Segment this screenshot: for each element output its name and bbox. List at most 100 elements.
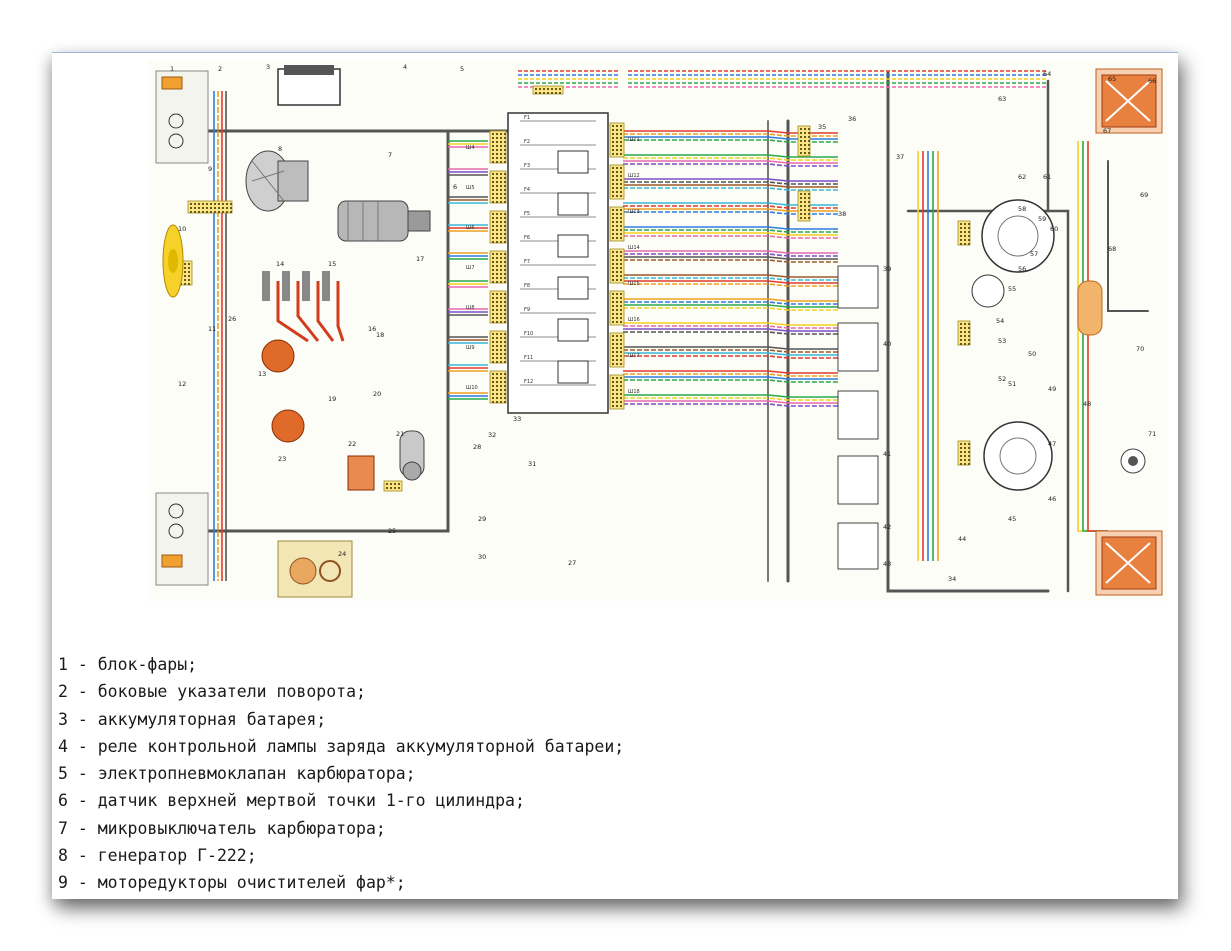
connector <box>609 374 625 410</box>
component-number: 32 <box>488 431 496 439</box>
component-number: 26 <box>228 315 236 323</box>
connector-label: Ш6 <box>466 225 475 231</box>
component-number: 21 <box>396 430 404 438</box>
legend-item: 5 - электропневмоклапан карбюратора; <box>58 764 416 784</box>
component-number: 39 <box>883 265 891 273</box>
component-number: 46 <box>1048 495 1056 503</box>
component-number: 20 <box>373 390 381 398</box>
component-number: 56 <box>1018 265 1026 273</box>
legend-item: 2 - боковые указатели поворота; <box>58 682 366 702</box>
component-number: 49 <box>1048 385 1056 393</box>
component-number: 8 <box>278 145 282 153</box>
component-number: 48 <box>1083 400 1091 408</box>
component-number: 24 <box>338 550 346 558</box>
wiper-motor-icon <box>399 430 425 481</box>
connector <box>609 122 625 158</box>
component-number: 7 <box>388 151 392 159</box>
connector-label: Ш11 <box>628 137 640 143</box>
component-number: 19 <box>328 395 336 403</box>
rear-lights-bottom-right <box>1095 530 1163 596</box>
connector-label: Ш5 <box>466 185 475 191</box>
fuse-label: F7 <box>524 259 530 265</box>
battery-icon <box>277 65 341 106</box>
component-number: 36 <box>848 115 856 123</box>
component-number: 27 <box>568 559 576 567</box>
legend-item: 4 - реле контрольной лампы заряда аккуму… <box>58 736 625 756</box>
component-number: 17 <box>416 255 424 263</box>
component-number: 65 <box>1108 75 1116 83</box>
component-number: 44 <box>958 535 966 543</box>
connector-label: Ш12 <box>628 173 640 179</box>
component-number: 53 <box>998 337 1006 345</box>
component-number: 23 <box>278 455 286 463</box>
component-number: 35 <box>818 123 826 131</box>
ignition-system <box>261 271 375 491</box>
connector <box>609 206 625 242</box>
component-number: 9 <box>208 165 212 173</box>
component-number: 41 <box>883 450 891 458</box>
relay-box <box>557 276 589 300</box>
component-number: 37 <box>896 153 904 161</box>
rear-lights-top-right <box>1095 68 1163 134</box>
relay-box <box>557 150 589 174</box>
connector <box>609 164 625 200</box>
connector <box>609 290 625 326</box>
component-number: 51 <box>1008 380 1016 388</box>
component-number: 64 <box>1043 70 1051 78</box>
fuse-label: F10 <box>524 331 533 337</box>
component-number: 16 <box>368 325 376 333</box>
relay-box <box>557 318 589 342</box>
heater-motor-icon <box>277 540 353 598</box>
component-number: 33 <box>513 415 521 423</box>
component-number: 30 <box>478 553 486 561</box>
fuse-label: F12 <box>524 379 533 385</box>
component-number: 68 <box>1108 245 1116 253</box>
fuse-label: F2 <box>524 139 530 145</box>
component-number: 11 <box>208 325 216 333</box>
component-number: 6 <box>453 183 457 191</box>
relay-box <box>557 360 589 384</box>
legend-item: 7 - микровыключатель карбюратора; <box>58 818 386 838</box>
main-harness <box>186 71 1149 593</box>
component-number: 58 <box>1018 205 1026 213</box>
fuse-label: F5 <box>524 211 530 217</box>
component-number: 43 <box>883 560 891 568</box>
connector <box>609 248 625 284</box>
connector-label: Ш7 <box>466 265 475 271</box>
connector-label: Ш4 <box>466 145 475 151</box>
legend-item: 1 - блок-фары; <box>58 655 198 674</box>
fuse-label: F1 <box>524 115 530 121</box>
fuse-label: F8 <box>524 283 530 289</box>
steering-column-switches <box>837 265 879 570</box>
connector-label: Ш13 <box>628 209 640 215</box>
component-number: 69 <box>1140 191 1148 199</box>
fuse-label: F6 <box>524 235 530 241</box>
component-number: 54 <box>996 317 1004 325</box>
connector <box>609 332 625 368</box>
component-number: 5 <box>460 65 464 73</box>
relay-box <box>557 192 589 216</box>
legend-item: 8 - генератор Г-222; <box>58 846 257 866</box>
component-number: 12 <box>178 380 186 388</box>
component-number: 28 <box>473 443 481 451</box>
component-number: 66 <box>1148 77 1156 85</box>
component-number: 31 <box>528 460 536 468</box>
diagram-background <box>148 61 1168 601</box>
component-number: 70 <box>1136 345 1144 353</box>
component-number: 22 <box>348 440 356 448</box>
legend-list: 1 - блок-фары; 2 - боковые указатели пово… <box>58 651 624 897</box>
component-labels: Ш4Ш5Ш6Ш7Ш8Ш9Ш10Ш11Ш12Ш13Ш14Ш15Ш16Ш17Ш181… <box>170 63 1156 583</box>
component-number: 63 <box>998 95 1006 103</box>
component-number: 50 <box>1028 350 1036 358</box>
component-number: 52 <box>998 375 1006 383</box>
component-number: 1 <box>170 65 174 73</box>
headlamp-top-left <box>155 70 209 164</box>
radiator-fan-icon <box>162 224 184 298</box>
relay-box <box>557 234 589 258</box>
legend-item: 3 - аккумуляторная батарея; <box>58 709 327 729</box>
component-number: 59 <box>1038 215 1046 223</box>
component-number: 57 <box>1030 250 1038 258</box>
fuse-label: F11 <box>524 355 533 361</box>
wire-bundles <box>213 70 1108 581</box>
